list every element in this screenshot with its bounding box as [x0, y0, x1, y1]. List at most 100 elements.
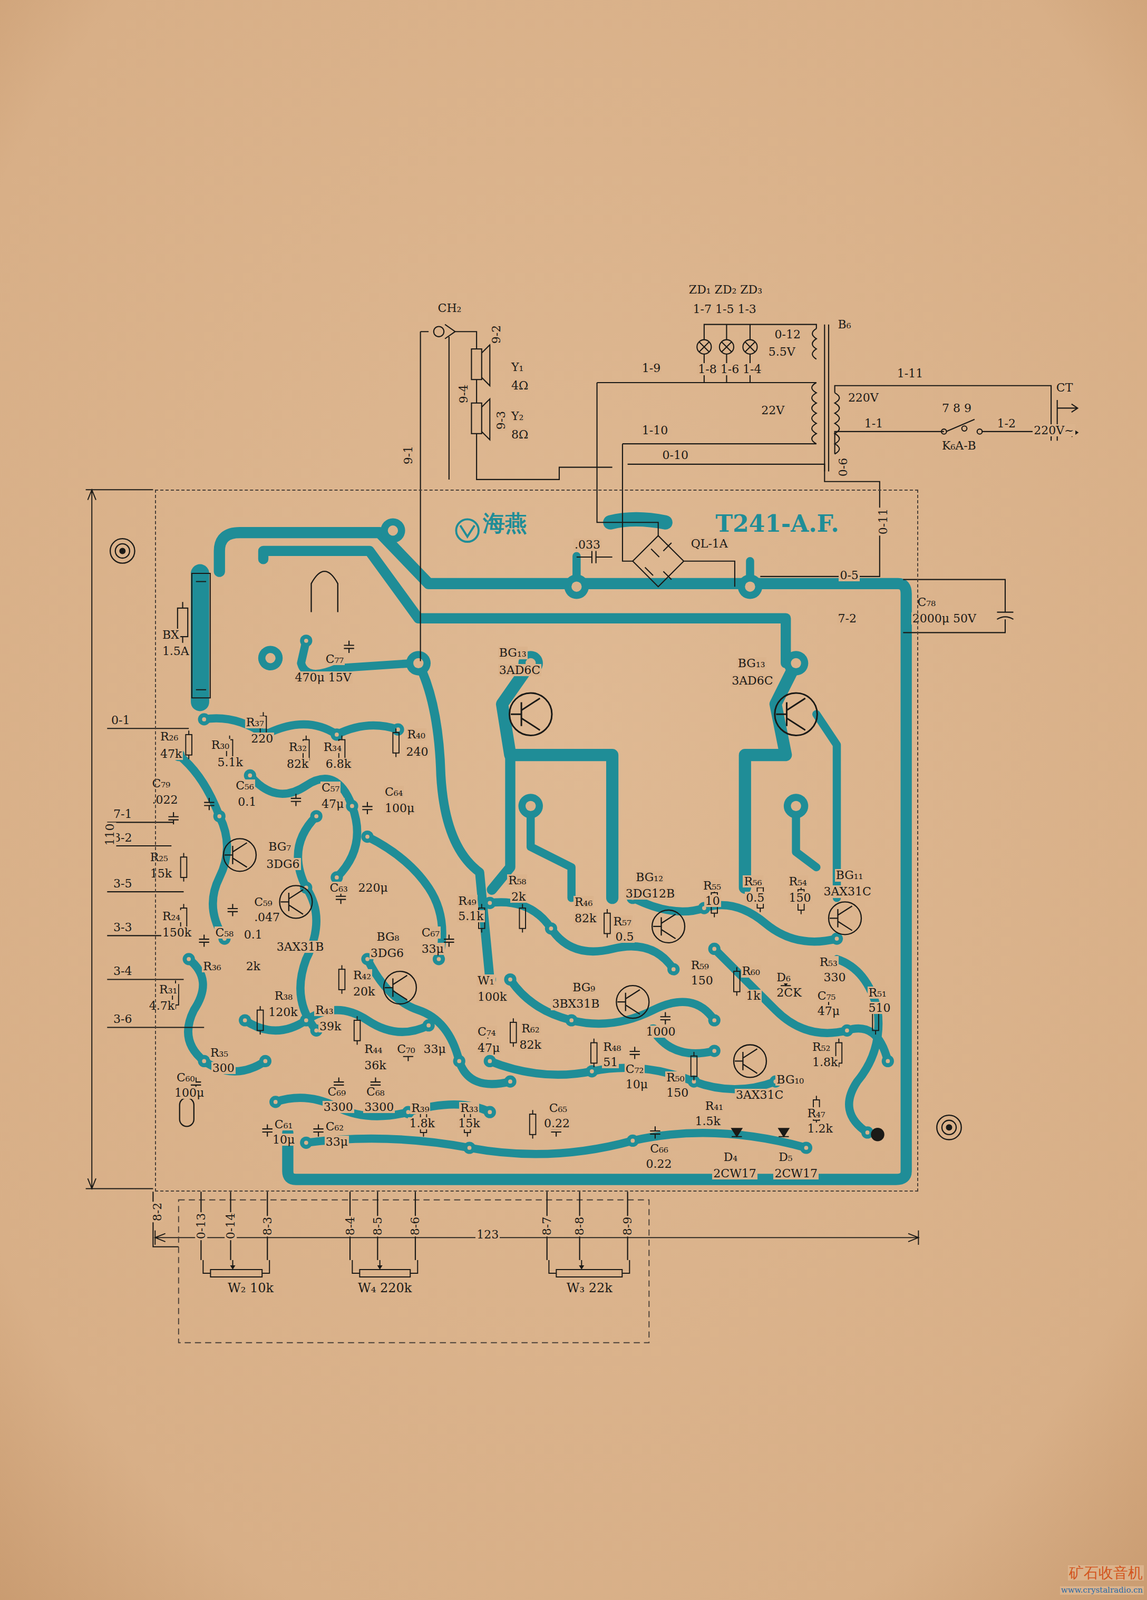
component-label: R₅₀	[665, 1071, 686, 1084]
component-label: 150	[788, 891, 813, 905]
wire-label: 8-7	[540, 1215, 553, 1237]
wiper-arrow	[230, 1265, 236, 1270]
wiper-arrow	[376, 1265, 383, 1270]
drawing	[936, 1115, 961, 1140]
drawing	[188, 959, 266, 1072]
component-label: C₆₆	[648, 1142, 669, 1155]
drawing	[463, 1141, 476, 1154]
drawing	[238, 1014, 251, 1027]
component-label: R₅₂	[811, 1041, 832, 1054]
component-label: C₇₉	[151, 777, 172, 790]
component-label: BG₁₃	[736, 657, 767, 670]
component-label: C₆₇	[420, 926, 441, 939]
component-label: K₆A-B	[940, 439, 978, 452]
component-label: QL-1A	[689, 537, 729, 550]
component-label: 100μ	[383, 802, 416, 815]
drawing	[299, 634, 313, 647]
component-label: 9-4	[457, 383, 470, 405]
board-marking: T241-A.F.	[715, 511, 839, 537]
drawing	[627, 464, 880, 577]
component-label: R₄₀	[406, 728, 427, 741]
drawing	[509, 693, 552, 736]
drawing	[576, 550, 613, 563]
component-label: D₅	[777, 1151, 794, 1164]
drawing	[483, 1106, 497, 1119]
component-label: R₆₂	[520, 1022, 541, 1035]
component-label: 82k	[518, 1038, 542, 1052]
component-label: 36k	[363, 1059, 387, 1072]
drawing	[392, 728, 400, 757]
component-label: 0.5	[614, 930, 635, 944]
component-label: R₅₅	[702, 879, 723, 892]
component-label: 5.1k	[457, 910, 485, 923]
drawing	[198, 1055, 211, 1068]
component-label: 33μ	[420, 943, 445, 956]
component-label: R₃₁	[158, 983, 179, 996]
resistor-symbol	[172, 712, 879, 1139]
wire-label: 8-9	[621, 1215, 634, 1237]
component-label: 2CW17	[773, 1167, 819, 1180]
component-label: 2CK	[775, 986, 803, 999]
component-label: 10μ	[624, 1078, 649, 1091]
drawing	[565, 1014, 578, 1027]
drawing	[361, 830, 374, 843]
component-label: 150k	[161, 926, 193, 939]
drawing	[275, 1097, 491, 1117]
component-label: 3DG12B	[624, 887, 676, 900]
component-label: BG₁₀	[775, 1073, 805, 1086]
component-label: D₄	[722, 1151, 739, 1164]
component-label: C₅₈	[214, 926, 235, 939]
component-label: R₄₇	[805, 1107, 826, 1120]
potentiometer-symbol	[342, 1260, 429, 1282]
drawing	[503, 973, 517, 986]
drawing	[510, 1018, 517, 1047]
component-label: 7-2	[837, 612, 858, 625]
drawing	[545, 922, 558, 935]
wire-label: 8-4	[344, 1215, 357, 1237]
drawing	[263, 550, 786, 664]
capacitor-symbol	[168, 640, 834, 1140]
component-label: 3DG6	[369, 947, 405, 960]
component-label: R₅₄	[788, 875, 809, 888]
component-label: 1.2k	[805, 1122, 834, 1135]
component-label: R₂₆	[159, 730, 180, 743]
component-label: R₃₆	[201, 960, 222, 973]
component-label: BX	[161, 628, 181, 641]
wire-label: 8-3	[261, 1215, 274, 1237]
component-label: 5.1k	[216, 756, 244, 769]
component-label: 3-4	[112, 965, 133, 978]
drawing	[257, 1006, 264, 1035]
component-label: BG₁₃	[498, 646, 528, 659]
component-label: C₅₇	[320, 781, 341, 794]
component-label: 3DG6	[265, 858, 301, 871]
component-label: CT	[1055, 381, 1075, 394]
component-label: BG₉	[571, 981, 597, 994]
component-label: .047	[253, 911, 281, 924]
component-label: C₆₀	[175, 1071, 196, 1084]
dimension-line	[85, 489, 919, 1246]
component-label: R₃₇	[245, 716, 266, 729]
component-label: 15k	[457, 1117, 481, 1130]
component-label: D₆	[775, 971, 792, 984]
drawing	[800, 1141, 813, 1154]
drawing	[110, 538, 135, 563]
drawing	[178, 755, 228, 939]
component-label: 220V	[847, 391, 880, 404]
drawing	[626, 1134, 639, 1147]
drawing	[946, 1124, 952, 1131]
drawing	[744, 663, 796, 888]
component-label: 1-10	[640, 424, 669, 437]
drawing	[422, 1019, 435, 1032]
transistor-symbol	[223, 693, 862, 1078]
component-label: R₃₅	[209, 1046, 230, 1059]
diode-symbol	[731, 977, 791, 1137]
component-label: C₆₉	[326, 1085, 347, 1098]
component-label: 5.5V	[767, 345, 797, 358]
component-label: R₄₆	[573, 896, 594, 909]
drawing	[708, 1044, 721, 1057]
potentiometer-symbol	[538, 1260, 640, 1282]
drawing	[471, 403, 482, 434]
wire-label: 8-6	[409, 1215, 422, 1237]
drawing	[85, 324, 1078, 1344]
drawing	[330, 728, 343, 741]
